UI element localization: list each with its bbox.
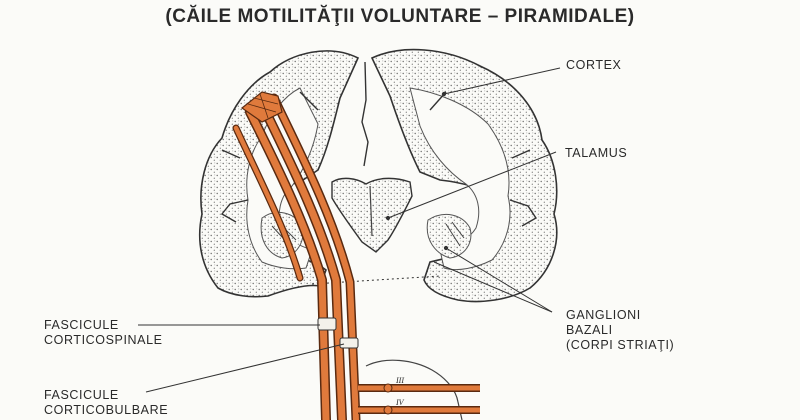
- basal-ganglia-right: [426, 213, 472, 259]
- sulci: [220, 61, 537, 227]
- tract-bands: [317, 317, 359, 349]
- nerve-node-iv: [383, 405, 393, 415]
- thalamus: [331, 177, 413, 253]
- label-corticospinal-tracts: FASCICULE CORTICOSPINALE: [44, 318, 163, 347]
- brainstem-outline: [365, 359, 463, 420]
- nerve-numeral-iv: IV: [395, 398, 405, 407]
- cranial-nerve-branches: [358, 384, 480, 414]
- pyramidal-tract: [232, 93, 361, 420]
- nerve-node-iii: [383, 383, 393, 393]
- label-cortex: CORTEX: [566, 58, 622, 72]
- cortical-origin: [240, 91, 283, 123]
- nerve-numeral-iii: III: [395, 376, 404, 385]
- right-white-matter: [409, 87, 511, 271]
- label-corticobulbar-tracts: FASCICULE CORTICOBULBARE: [44, 388, 169, 417]
- diagram-title: (CĂILE MOTILITĂŢII VOLUNTARE – PIRAMIDAL…: [165, 6, 635, 27]
- leader-lines: [138, 67, 561, 393]
- label-basal-ganglia: GANGLIONI BAZALI (CORPI STRIAŢI): [566, 308, 675, 352]
- label-talamus: TALAMUS: [565, 146, 628, 160]
